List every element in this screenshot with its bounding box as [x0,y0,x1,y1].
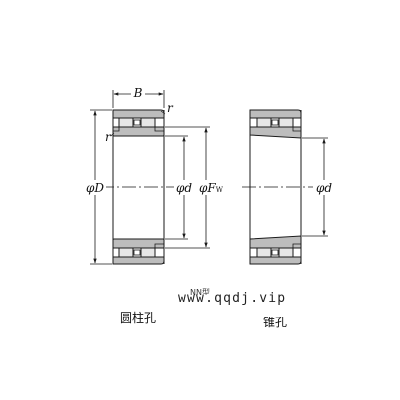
right-bottom-outer-ring [249,256,302,265]
left-width-dimension: B [112,86,165,108]
right-bottom-rollers [256,247,294,258]
chamfer-label-top-right: r [167,101,174,115]
width-label: B [133,86,143,100]
left-top-inner-ring [112,126,165,137]
chamfer-label-left: r [105,130,112,144]
roller-diameter-subscript: W [216,186,224,194]
right-bearing-view: φd [242,109,335,265]
left-bottom-outer-ring [112,256,165,265]
svg-text:φFW: φFW [199,181,224,195]
outer-diameter-label: φD [86,181,104,195]
watermark: www.qqdj.vip [178,291,286,306]
right-caption: 锥孔 [263,315,287,329]
left-chamfer-labels: r r [105,101,174,144]
right-top-rollers [256,117,294,128]
left-top-rollers [118,117,156,128]
type-mark-left: NN型 [190,288,210,297]
right-bore-diameter-label: φd [316,181,332,195]
left-bottom-inner-ring [112,238,165,249]
right-top-outer-ring [249,109,302,119]
left-roller-diameter-dimension: φFW [165,126,224,249]
left-outer-diameter-dimension: φD [84,109,112,265]
left-caption: 圆柱孔 [120,310,156,325]
bore-diameter-label: φd [176,181,192,195]
right-bottom-inner-ring [249,235,302,249]
right-bore-dimension: φd [302,137,335,237]
left-bearing-view: B r r φD φd [84,86,224,265]
right-top-inner-ring [249,126,302,139]
left-bore-dimension: φd [165,135,196,240]
left-bottom-rollers [118,247,156,258]
roller-diameter-label: φF [199,181,216,195]
